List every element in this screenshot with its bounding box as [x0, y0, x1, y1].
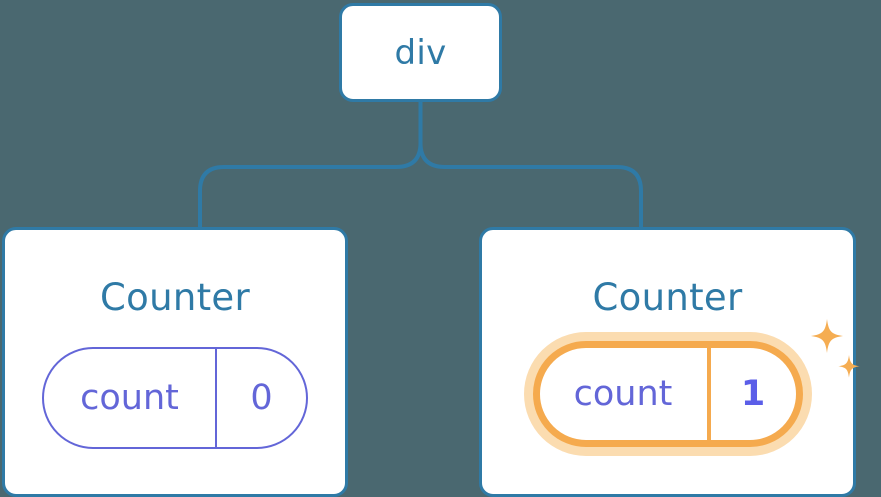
node-counter-right-label: Counter — [592, 276, 743, 319]
edge-div-to-counter-left — [198, 99, 423, 231]
sparkle-icon-large — [810, 319, 843, 353]
state-badge-right-key-cell: count — [540, 348, 711, 440]
state-badge-left-wrap: count 0 — [42, 347, 308, 449]
node-div-label: div — [394, 32, 447, 73]
node-div[interactable]: div — [339, 3, 502, 102]
node-counter-left[interactable]: Counter count 0 — [2, 227, 348, 497]
state-badge-right-key: count — [573, 374, 673, 414]
state-badge-right-wrap: count 1 — [532, 319, 860, 447]
state-badge-right-value: 1 — [740, 374, 766, 414]
sparkle-group — [805, 313, 865, 391]
state-badge-left-value-cell: 0 — [217, 349, 306, 447]
state-badge-right-value-cell: 1 — [711, 348, 796, 440]
state-badge-left-value: 0 — [250, 378, 273, 418]
node-counter-right[interactable]: Counter count 1 — [479, 227, 860, 497]
state-badge-left-key: count — [80, 378, 179, 418]
node-counter-left-label: Counter — [100, 276, 250, 319]
state-badge-right[interactable]: count 1 — [532, 341, 803, 447]
state-badge-left[interactable]: count 0 — [42, 347, 308, 449]
edge-div-to-counter-right — [418, 99, 643, 231]
sparkle-icon-small — [837, 355, 860, 378]
state-badge-left-key-cell: count — [44, 349, 217, 447]
